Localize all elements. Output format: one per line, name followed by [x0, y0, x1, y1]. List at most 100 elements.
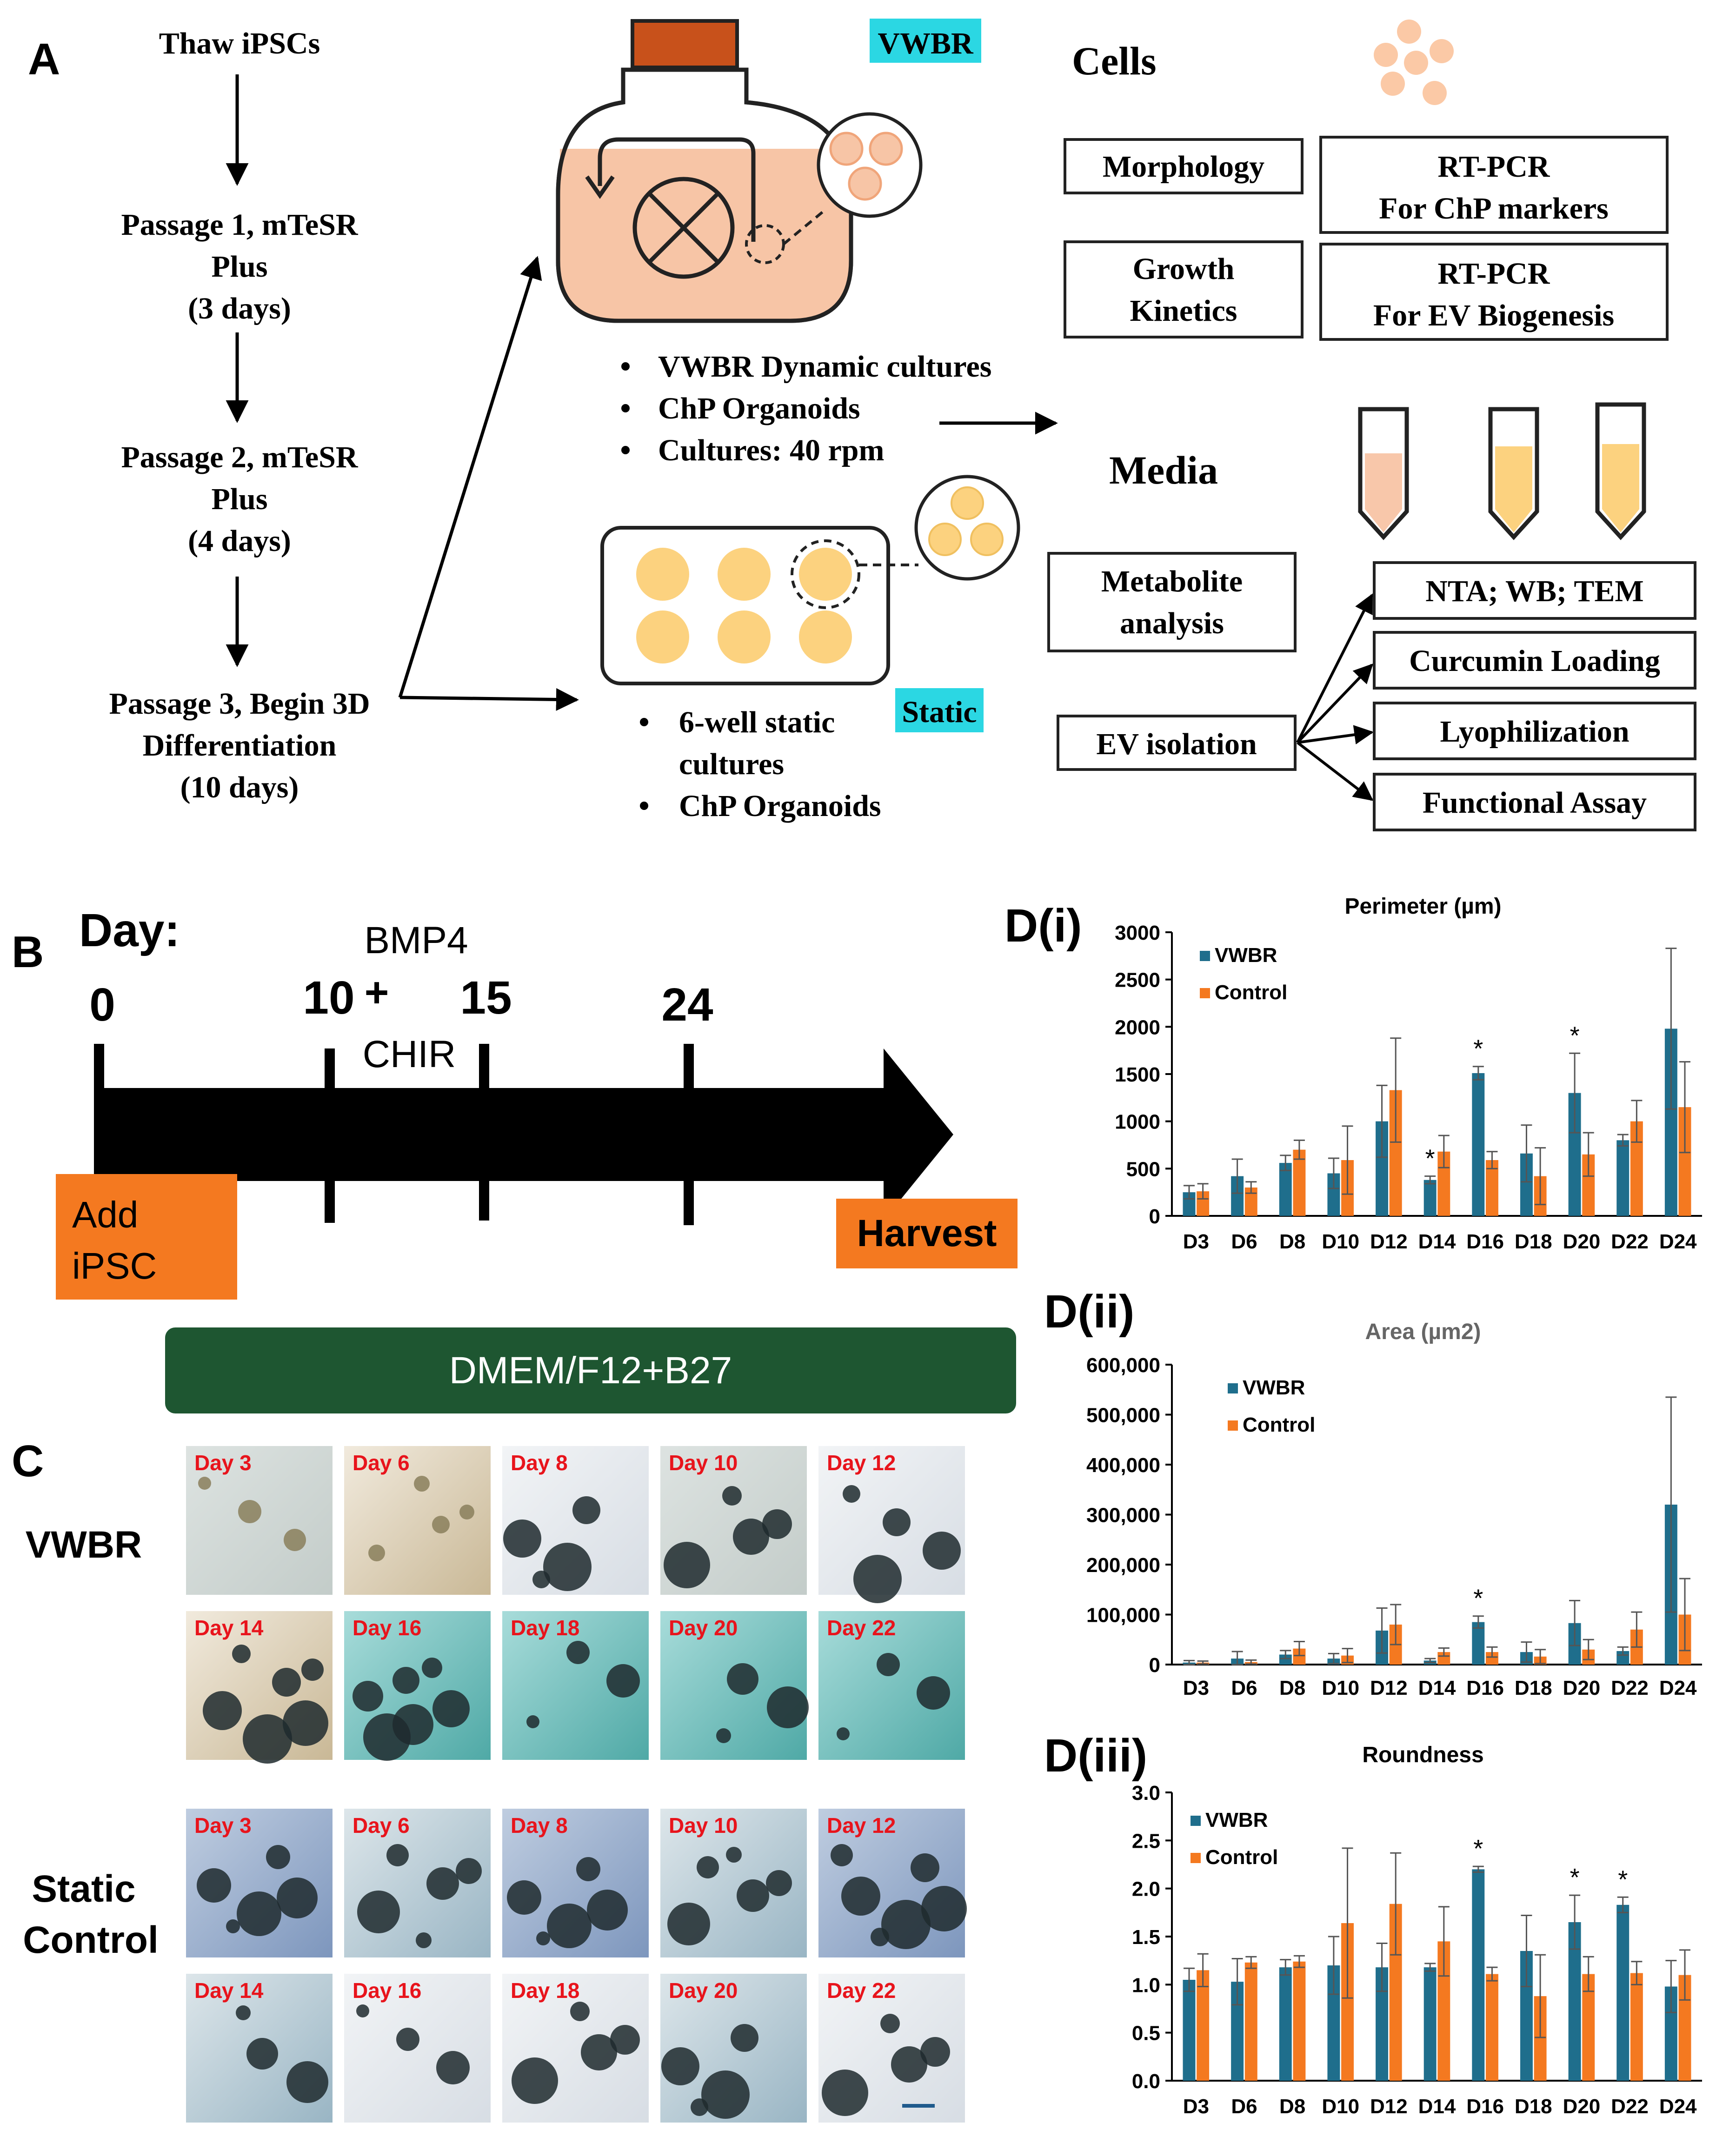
legend-label: VWBR [1205, 1809, 1268, 1831]
ev-boxes [1373, 561, 1696, 831]
panel-a: A Thaw iPSCs Passage 1, mTeSR Plus (3 da… [28, 19, 1696, 831]
organoid-blob [456, 1858, 482, 1884]
micrograph-day-label: Day 8 [511, 1451, 568, 1475]
organoid-blob [737, 1879, 769, 1912]
organoid-blob [392, 1667, 419, 1694]
organoid-blob [566, 1641, 590, 1664]
bar-vwbr [1472, 1869, 1485, 2081]
ev-box-lyophilization: Lyophilization [1440, 715, 1629, 749]
harvest-box [836, 1199, 1018, 1268]
legend-swatch [1228, 1383, 1238, 1393]
organoid-blob [891, 2046, 927, 2083]
organoid-blob [286, 2061, 328, 2103]
y-tick-label: 1.0 [1132, 1974, 1160, 1997]
organoid-blob [610, 2025, 640, 2055]
x-tick-label: D16 [1466, 2095, 1504, 2118]
significance-star: * [1473, 1835, 1483, 1863]
bar-vwbr [1472, 1073, 1485, 1216]
step-passage2-line1: Passage 2, mTeSR [121, 440, 358, 474]
x-tick-label: D18 [1515, 2095, 1552, 2118]
y-tick-label: 400,000 [1086, 1454, 1160, 1477]
organoid-blob [727, 1663, 758, 1695]
y-tick-label: 200,000 [1086, 1554, 1160, 1577]
vwbr-tag: VWBR [878, 27, 974, 60]
y-tick-label: 600,000 [1086, 1354, 1160, 1377]
micrograph-tile: Day 10 [660, 1809, 807, 1957]
micrograph-day-label: Day 18 [511, 1616, 579, 1640]
organoid-blob [697, 1856, 719, 1878]
organoid-blob [767, 1686, 809, 1728]
micrograph-tile: Day 6 [344, 1446, 491, 1595]
timeline-tick-labels: 0 10 15 24 [89, 972, 713, 1031]
y-tick-label: 500,000 [1086, 1404, 1160, 1427]
vwbr-tag-bg [870, 19, 981, 63]
cell-box-rtpcr-ev-2: For EV Biogenesis [1373, 299, 1614, 332]
x-tick-label: D10 [1322, 1677, 1359, 1699]
ev-box-labels: NTA; WB; TEM Curcumin Loading Lyophiliza… [1409, 574, 1660, 820]
bar-vwbr [1423, 1967, 1437, 2081]
y-tick-label: 3000 [1115, 922, 1160, 944]
micrograph-day-label: Day 6 [353, 1451, 410, 1475]
organoid-blob [353, 1681, 383, 1712]
organoid-blob [733, 1519, 769, 1555]
x-tick-label: D6 [1231, 1230, 1257, 1253]
x-tick-label: D18 [1515, 1677, 1552, 1699]
x-tick-label: D12 [1370, 1230, 1408, 1253]
legend-label: VWBR [1243, 1376, 1305, 1399]
tick-day-10: 10 [303, 972, 354, 1024]
organoid-blob [661, 2047, 699, 2085]
organoid-blob [883, 1508, 911, 1536]
y-tick-label: 300,000 [1086, 1504, 1160, 1527]
organoid-blob [881, 1900, 931, 1949]
micrograph-tile: Day 12 [818, 1809, 967, 1957]
micrograph-image [186, 1446, 333, 1595]
micrograph-tile: Day 18 [502, 1611, 649, 1760]
organoid-blob [731, 2024, 758, 2052]
ev-box-nta: NTA; WB; TEM [1425, 574, 1643, 608]
legend-swatch [1191, 1816, 1201, 1826]
workflow-steps: Thaw iPSCs Passage 1, mTeSR Plus (3 days… [109, 27, 370, 804]
micrograph-tile: Day 16 [344, 1974, 491, 2123]
organoid-blob [576, 1857, 600, 1881]
organoid-blob [197, 1868, 231, 1903]
organoid-blob [722, 1486, 742, 1506]
bar-control [1630, 1973, 1643, 2081]
x-tick-label: D6 [1231, 1677, 1257, 1699]
micrograph-day-label: Day 14 [194, 1616, 264, 1640]
organoid-blob [432, 1516, 450, 1533]
medium-bar [165, 1327, 1016, 1413]
x-tick-label: D10 [1322, 1230, 1359, 1253]
step-passage1-line1: Passage 1, mTeSR [121, 208, 358, 242]
ev-fan-arrows [1296, 593, 1374, 801]
bar-vwbr [1472, 1622, 1485, 1665]
micrograph-day-label: Day 3 [194, 1451, 252, 1475]
panel-label-d3: D(iii) [1044, 1730, 1147, 1782]
x-tick-label: D3 [1183, 1230, 1209, 1253]
bar-vwbr [1423, 1180, 1437, 1216]
organoid-blob [923, 1532, 961, 1570]
organoid-blob [726, 1847, 742, 1863]
y-tick-label: 0 [1149, 1654, 1160, 1677]
micrograph-tile: Day 22 [818, 1974, 965, 2123]
tick-day-0: 0 [89, 979, 115, 1031]
organoid-blob [716, 1728, 731, 1743]
organoid-blob [272, 1668, 301, 1697]
panel-label-d1: D(i) [1004, 900, 1082, 952]
static-bullet-1: 6-well static [679, 705, 835, 739]
vwbr-bullet-3: Cultures: 40 rpm [658, 433, 884, 467]
organoid-blob [237, 1891, 281, 1936]
legend-label: Control [1215, 981, 1287, 1004]
vwbr-bioreactor-icon [556, 19, 923, 323]
organoid-blob [570, 2002, 590, 2021]
ev-box-curcumin: Curcumin Loading [1409, 644, 1660, 678]
media-boxes [1047, 552, 1297, 771]
vwbr-row-label: VWBR [26, 1524, 142, 1566]
organoid-blob [386, 1844, 409, 1866]
cell-box-rtpcr-ev-1: RT-PCR [1438, 257, 1550, 291]
micrograph-tile: Day 3 [186, 1809, 333, 1957]
media-box-ev-isolation: EV isolation [1096, 727, 1257, 761]
y-tick-label: 100,000 [1086, 1604, 1160, 1627]
micrograph-tile: Day 22 [818, 1611, 965, 1760]
